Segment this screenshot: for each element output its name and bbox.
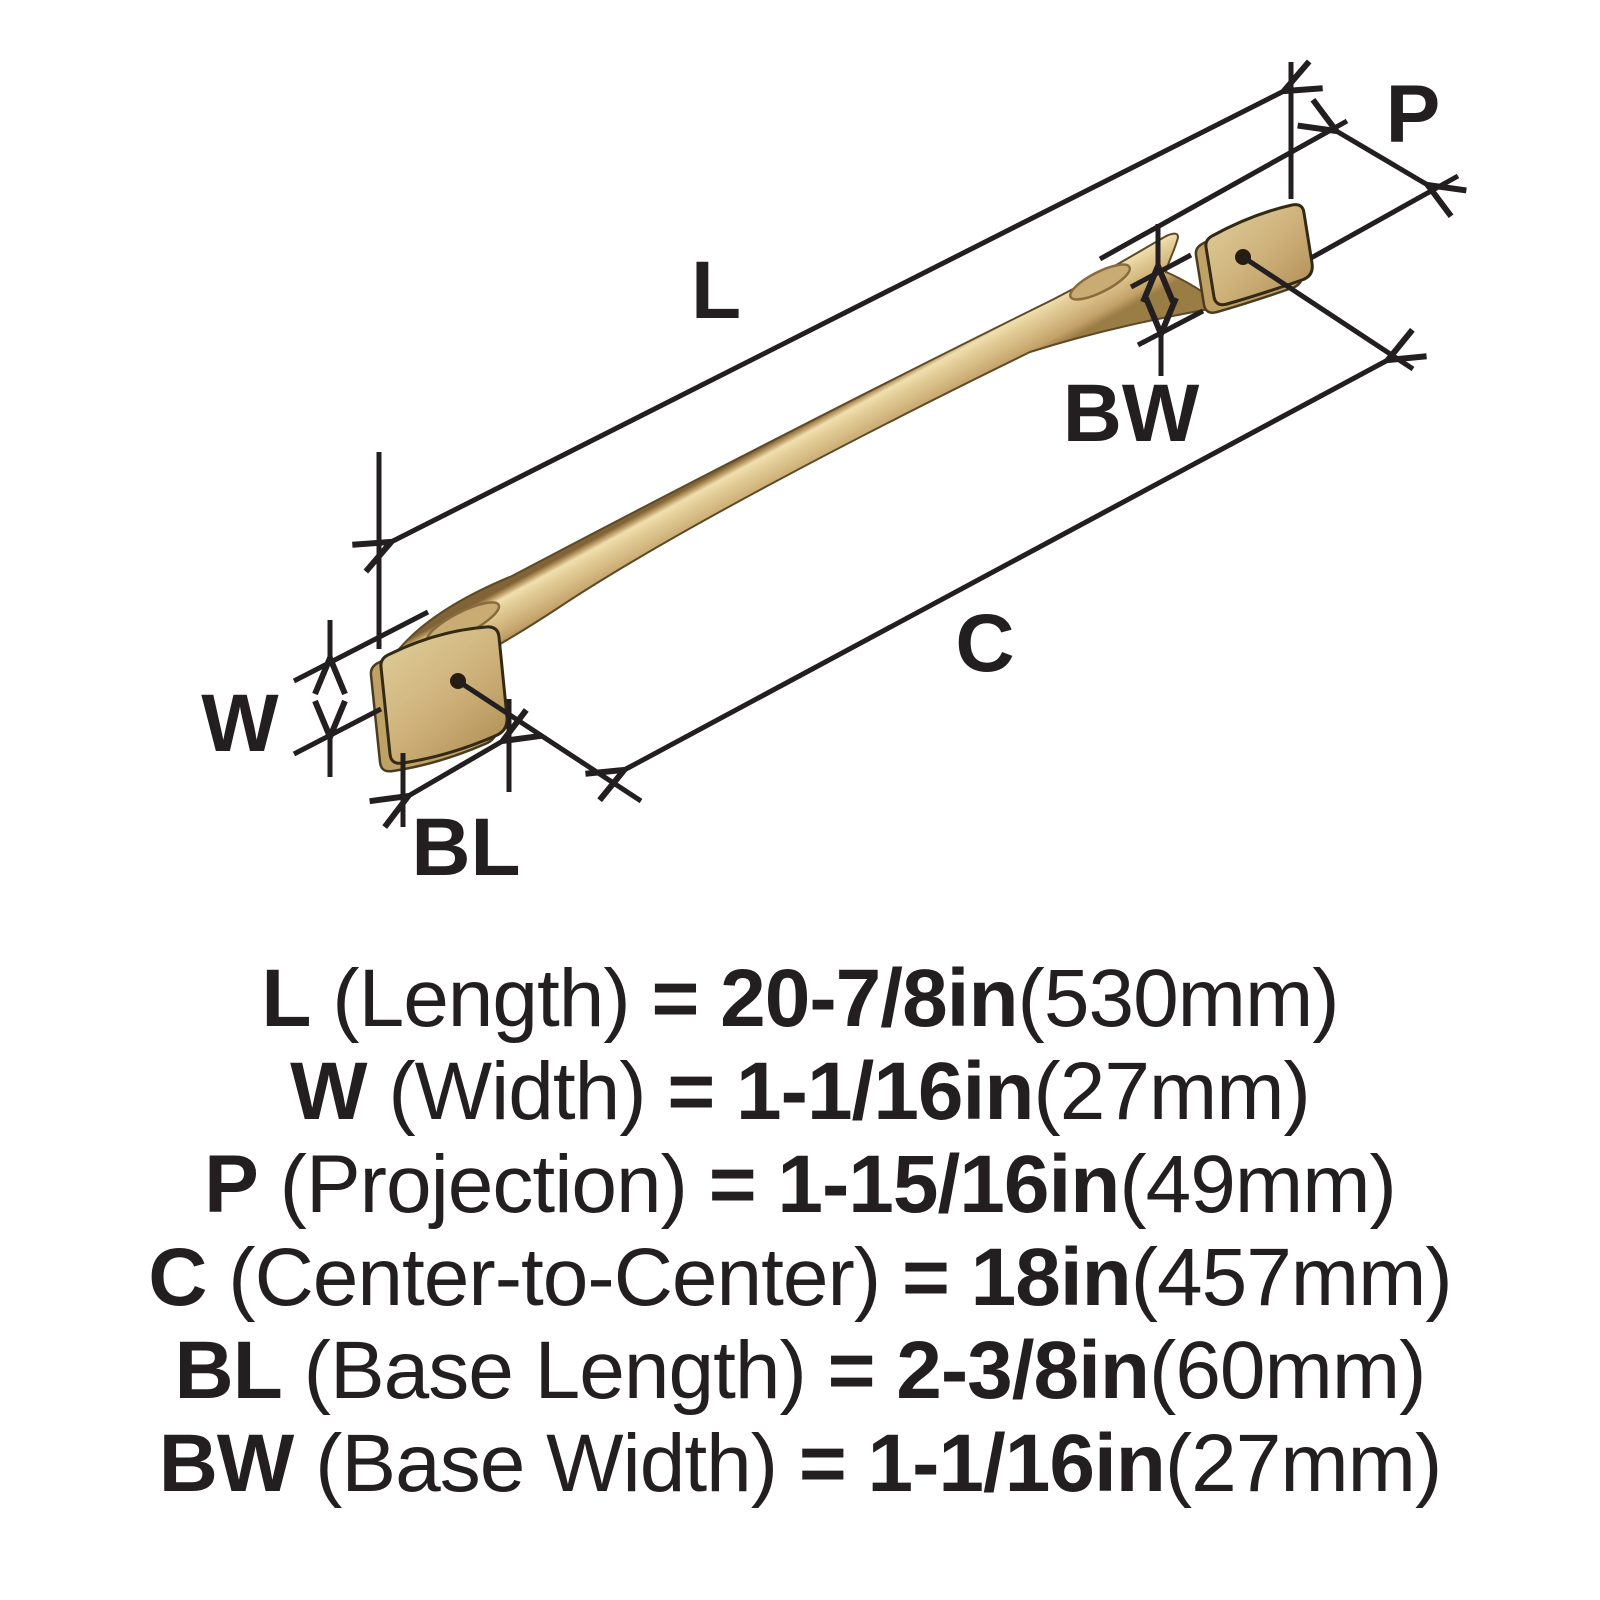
l-dim-line bbox=[393, 92, 1282, 541]
spec-value: = 1-1/16in bbox=[798, 1418, 1166, 1509]
spec-line-c: C (Center-to-Center) = 18in(457mm) bbox=[0, 1231, 1600, 1324]
spec-symbol: BL bbox=[174, 1325, 283, 1416]
label-bw: BW bbox=[1063, 368, 1200, 459]
label-c: C bbox=[955, 598, 1014, 689]
spec-value: = 18in bbox=[901, 1232, 1132, 1323]
spec-metric: (457mm) bbox=[1130, 1232, 1453, 1323]
spec-descriptor: (Projection) bbox=[279, 1139, 688, 1230]
dimension-lines bbox=[292, 62, 1460, 827]
spec-descriptor: (Base Length) bbox=[303, 1325, 807, 1416]
spec-metric: (530mm) bbox=[1017, 953, 1340, 1044]
spec-metric: (27mm) bbox=[1164, 1418, 1442, 1509]
w-witness-lower bbox=[292, 706, 383, 757]
spec-symbol: P bbox=[204, 1139, 259, 1230]
spec-line-l: L (Length) = 20-7/8in(530mm) bbox=[0, 952, 1600, 1045]
spec-descriptor: (Center-to-Center) bbox=[228, 1232, 881, 1323]
c-leader-top bbox=[1241, 254, 1415, 372]
label-l: L bbox=[691, 245, 741, 336]
spec-value: = 20-7/8in bbox=[651, 953, 1019, 1044]
label-w: W bbox=[201, 678, 279, 769]
label-bl: BL bbox=[411, 802, 520, 893]
spec-list: L (Length) = 20-7/8in(530mm) W (Width) =… bbox=[0, 952, 1600, 1510]
spec-metric: (60mm) bbox=[1149, 1325, 1426, 1416]
label-p: P bbox=[1386, 69, 1441, 160]
handle bbox=[369, 203, 1314, 773]
spec-metric: (27mm) bbox=[1033, 1046, 1310, 1137]
spec-descriptor: (Length) bbox=[332, 953, 630, 1044]
spec-line-bw: BW (Base Width) = 1-1/16in(27mm) bbox=[0, 1417, 1600, 1510]
p-dim-arrow bbox=[1338, 132, 1426, 184]
spec-value: = 1-1/16in bbox=[667, 1046, 1034, 1137]
spec-symbol: W bbox=[290, 1046, 367, 1137]
spec-line-p: P (Projection) = 1-15/16in(49mm) bbox=[0, 1138, 1600, 1231]
dimension-labels: L P BW C W BL bbox=[201, 69, 1440, 893]
bl-dim-arrow bbox=[410, 742, 501, 795]
spec-value: = 2-3/8in bbox=[827, 1325, 1150, 1416]
spec-descriptor: (Base Width) bbox=[315, 1418, 778, 1509]
spec-symbol: L bbox=[261, 953, 311, 1044]
spec-symbol: BW bbox=[158, 1418, 295, 1509]
spec-metric: (49mm) bbox=[1119, 1139, 1396, 1230]
spec-line-bl: BL (Base Length) = 2-3/8in(60mm) bbox=[0, 1324, 1600, 1417]
spec-value: = 1-15/16in bbox=[708, 1139, 1121, 1230]
spec-descriptor: (Width) bbox=[388, 1046, 646, 1137]
spec-symbol: C bbox=[148, 1232, 207, 1323]
p-baseline-inner bbox=[1309, 173, 1460, 261]
spec-line-w: W (Width) = 1-1/16in(27mm) bbox=[0, 1045, 1600, 1138]
c-dim-line bbox=[626, 361, 1386, 769]
